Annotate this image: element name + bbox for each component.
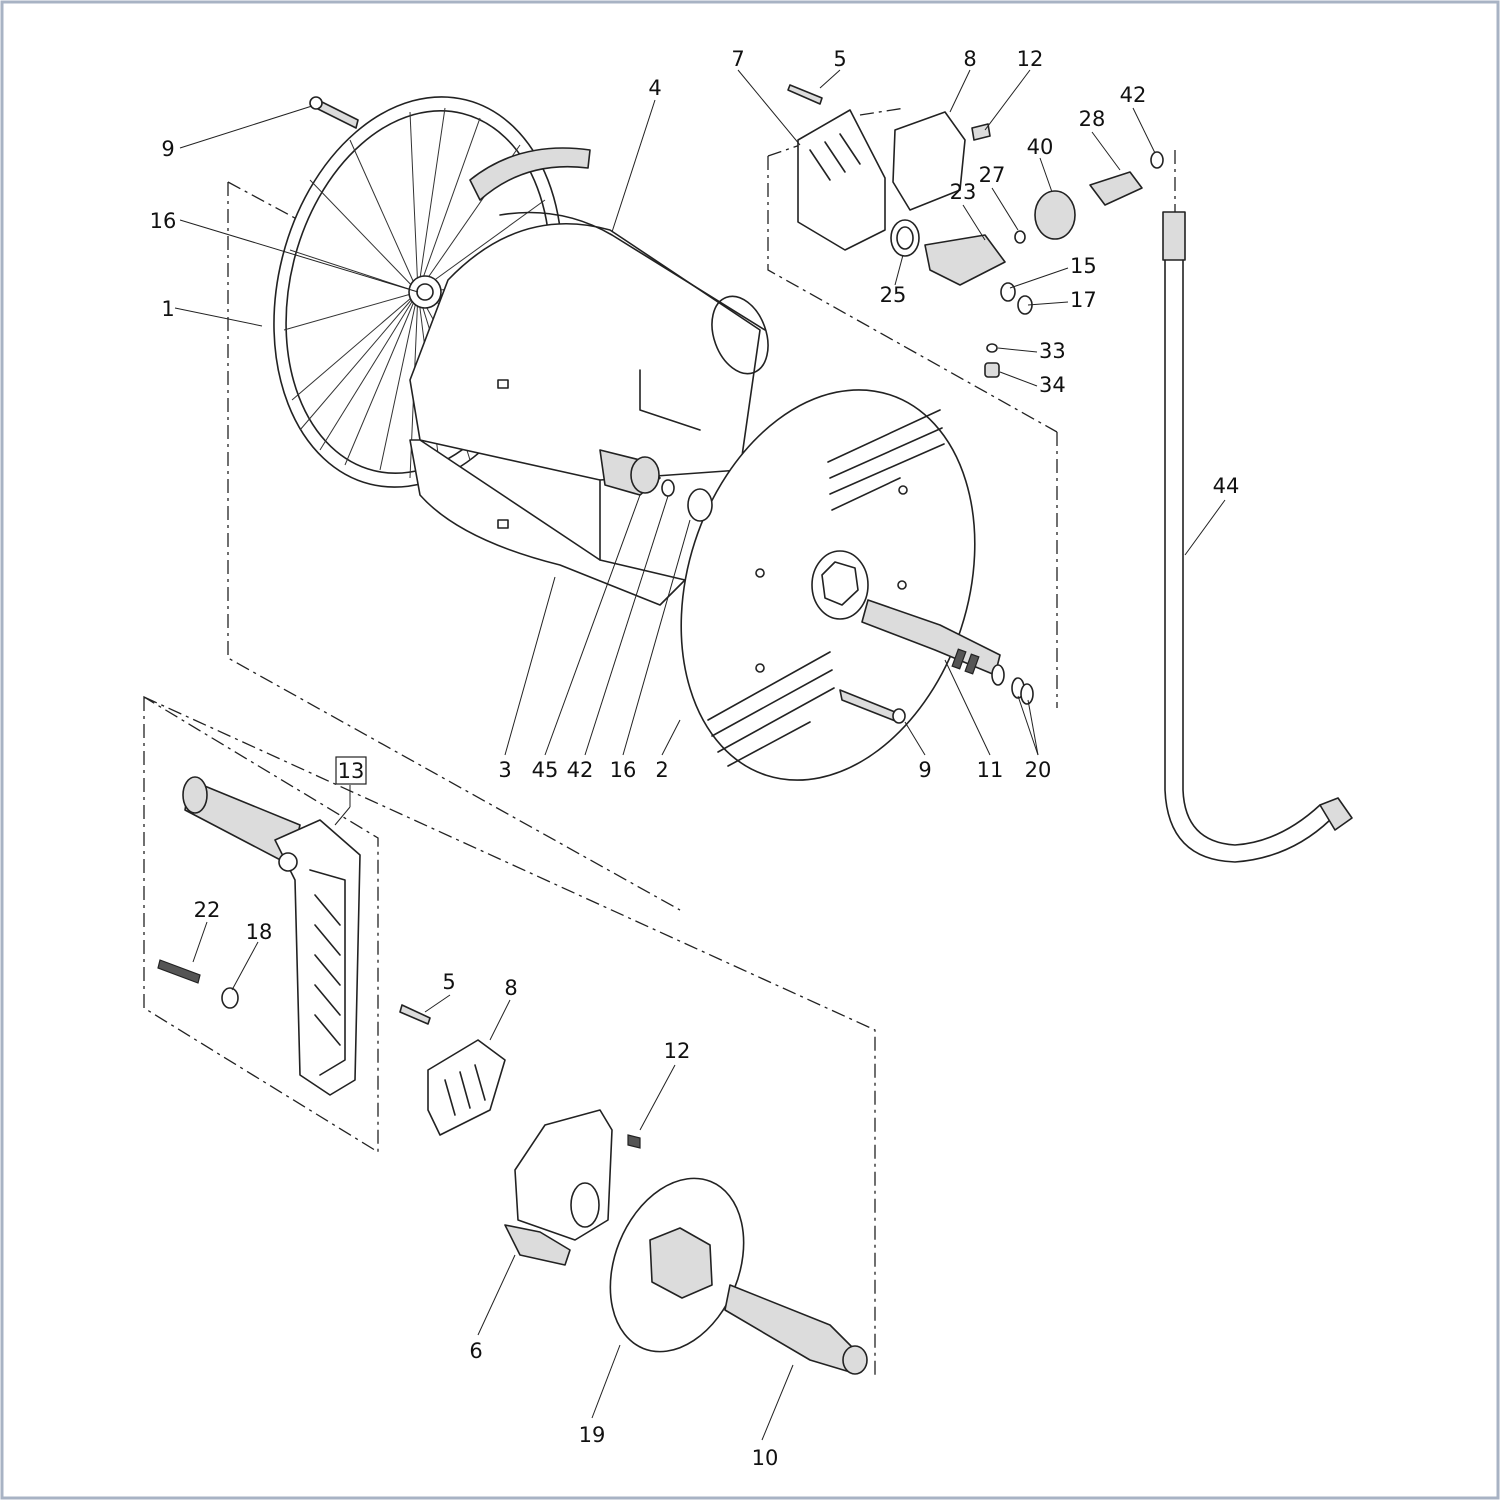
callout-13-box <box>335 756 367 785</box>
callout-44: 44 <box>1213 474 1240 498</box>
right-reel-flange <box>680 389 976 781</box>
callout-15: 15 <box>1070 254 1097 278</box>
callout-6: 6 <box>469 1339 482 1363</box>
callout-3: 3 <box>498 758 511 782</box>
callout-25: 25 <box>880 283 907 307</box>
callout-18: 18 <box>246 920 273 944</box>
callout-22: 22 <box>194 898 221 922</box>
callout-19: 19 <box>579 1423 606 1447</box>
hose-fitting-cluster <box>787 84 1164 378</box>
callout-42-top: 42 <box>1120 83 1147 107</box>
callout-28: 28 <box>1079 107 1106 131</box>
callout-20: 20 <box>1025 758 1052 782</box>
callout-11: 11 <box>977 758 1004 782</box>
callout-16-left: 16 <box>150 209 177 233</box>
callout-5-top: 5 <box>833 47 846 71</box>
callout-40: 40 <box>1027 135 1054 159</box>
callout-12-top: 12 <box>1017 47 1044 71</box>
callout-42-mid: 42 <box>567 758 594 782</box>
hose-44 <box>1162 211 1353 863</box>
callout-12-bottom: 12 <box>664 1039 691 1063</box>
callout-45: 45 <box>532 758 559 782</box>
callout-labels: 9 16 1 4 7 5 8 12 42 28 40 27 23 25 15 1… <box>150 47 1240 1470</box>
callout-4: 4 <box>648 76 661 100</box>
callout-23: 23 <box>950 180 977 204</box>
crank-handle-13 <box>157 776 361 1096</box>
callout-16-mid: 16 <box>610 758 637 782</box>
callout-34: 34 <box>1039 373 1066 397</box>
callout-7: 7 <box>731 47 744 71</box>
reel-drum <box>409 211 769 606</box>
callout-17: 17 <box>1070 288 1097 312</box>
callout-1: 1 <box>161 297 174 321</box>
callout-27: 27 <box>979 163 1006 187</box>
callout-13: 13 <box>338 759 365 783</box>
callout-8-top: 8 <box>963 47 976 71</box>
callout-9-top: 9 <box>161 137 174 161</box>
callout-5-bottom: 5 <box>442 970 455 994</box>
callout-9-mid: 9 <box>918 758 931 782</box>
lower-bracket-parts <box>399 1004 868 1375</box>
center-shaft-parts <box>599 449 1034 724</box>
leader-lines <box>174 69 1226 1441</box>
callout-10: 10 <box>752 1446 779 1470</box>
callout-33: 33 <box>1039 339 1066 363</box>
screw-9-top <box>309 96 359 129</box>
callout-8-bottom: 8 <box>504 976 517 1000</box>
callout-2: 2 <box>655 758 668 782</box>
